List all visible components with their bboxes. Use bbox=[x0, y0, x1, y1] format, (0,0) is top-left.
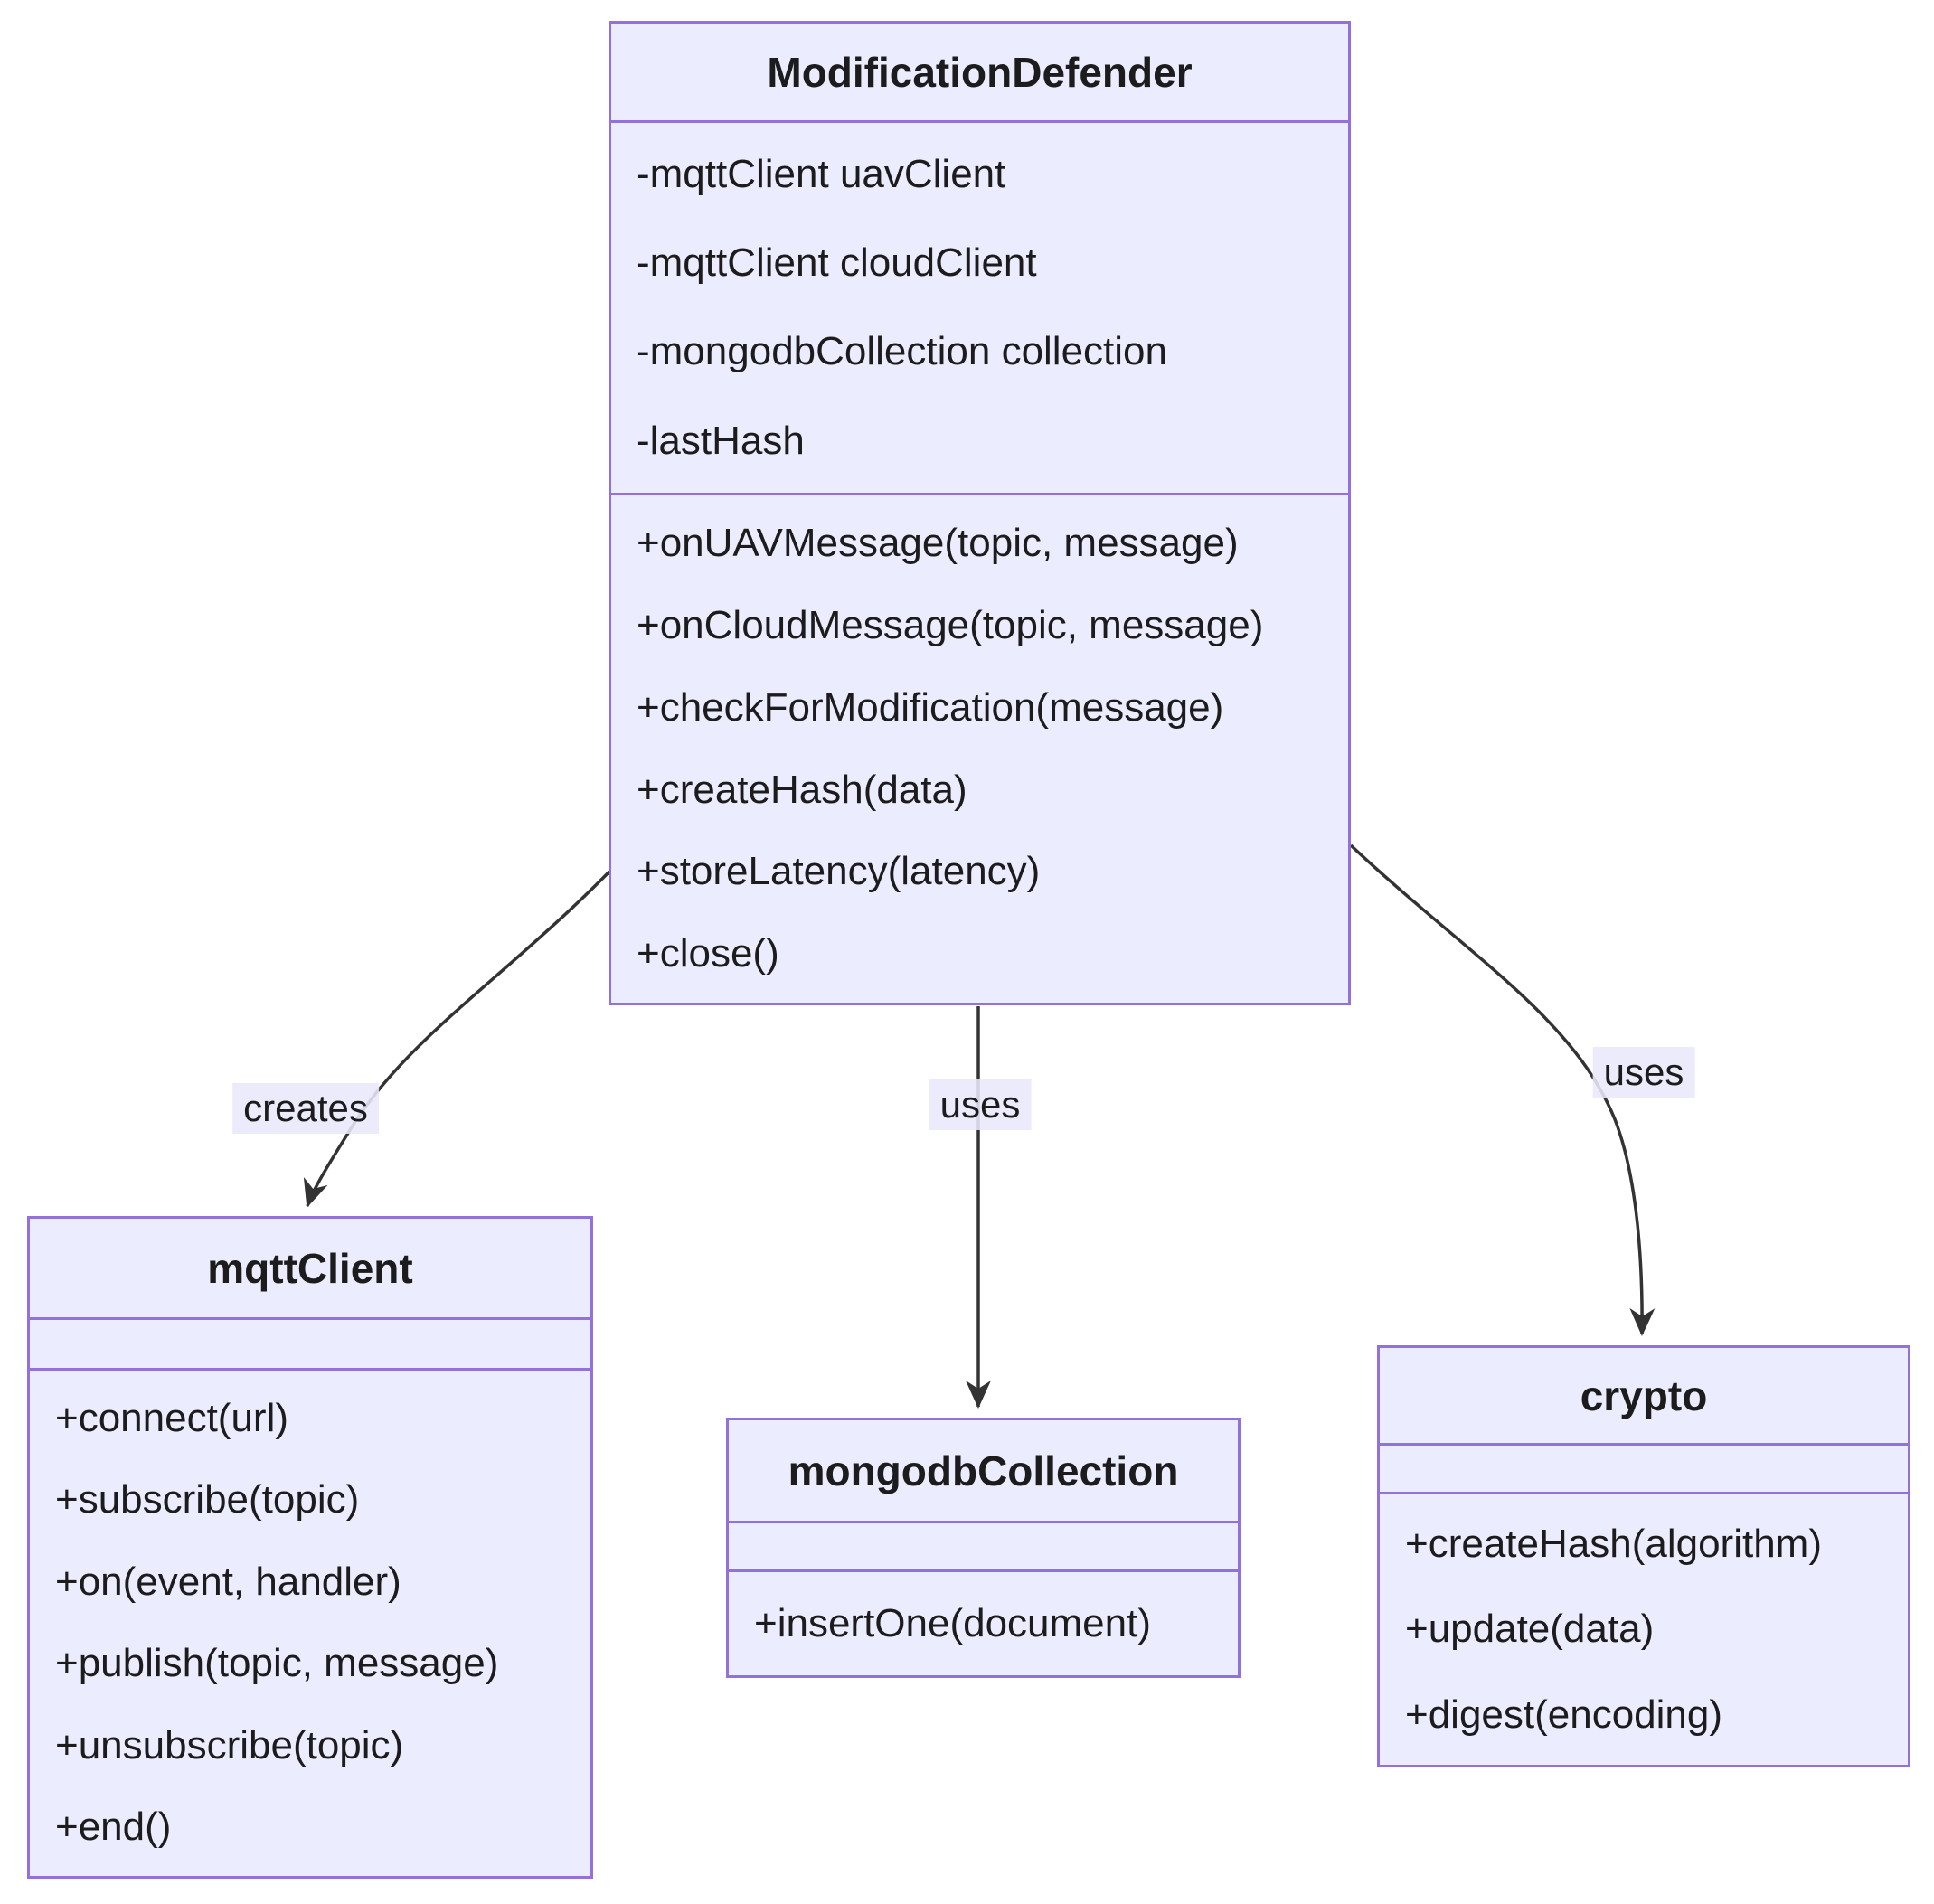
class-attributes bbox=[729, 1523, 1238, 1572]
class-methods: +connect(url) +subscribe(topic) +on(event,… bbox=[30, 1371, 590, 1876]
class-box-mongodbcollection: mongodbCollection +insertOne(document) bbox=[726, 1418, 1241, 1678]
class-member: +onCloudMessage(topic, message) bbox=[637, 602, 1264, 647]
class-member: +checkForModification(message) bbox=[637, 684, 1224, 730]
class-member: +insertOne(document) bbox=[754, 1600, 1151, 1645]
class-box-modificationdefender: ModificationDefender -mqttClient uavClie… bbox=[609, 21, 1351, 1005]
class-title: mqttClient bbox=[30, 1219, 590, 1320]
class-box-crypto: crypto +createHash(algorithm) +update(dat… bbox=[1377, 1345, 1910, 1767]
edge-label-uses-crypto: uses bbox=[1592, 1047, 1695, 1098]
class-member: +unsubscribe(topic) bbox=[55, 1722, 404, 1767]
edge-creates-mqttclient bbox=[303, 868, 613, 1208]
class-member: +subscribe(topic) bbox=[55, 1477, 360, 1522]
class-member: +close() bbox=[637, 931, 779, 976]
edge-label-uses-mongodb: uses bbox=[929, 1079, 1032, 1130]
class-member: -mqttClient uavClient bbox=[637, 151, 1006, 196]
class-member: +createHash(algorithm) bbox=[1405, 1521, 1822, 1566]
class-box-mqttclient: mqttClient +connect(url) +subscribe(topic… bbox=[27, 1216, 593, 1879]
class-methods: +createHash(algorithm) +update(data) +dige… bbox=[1380, 1494, 1908, 1765]
class-title: crypto bbox=[1380, 1348, 1908, 1446]
class-member: -lastHash bbox=[637, 418, 805, 463]
edge-label-creates: creates bbox=[232, 1083, 379, 1134]
class-title: ModificationDefender bbox=[611, 24, 1348, 123]
class-member: +connect(url) bbox=[55, 1395, 289, 1440]
class-attributes bbox=[1380, 1446, 1908, 1494]
class-methods: +insertOne(document) bbox=[729, 1572, 1238, 1675]
class-member: +publish(topic, message) bbox=[55, 1641, 499, 1686]
class-member: +update(data) bbox=[1405, 1607, 1655, 1652]
class-member: -mqttClient cloudClient bbox=[637, 240, 1037, 286]
class-member: +onUAVMessage(topic, message) bbox=[637, 521, 1239, 566]
class-title: mongodbCollection bbox=[729, 1420, 1238, 1523]
class-member: +end() bbox=[55, 1805, 172, 1850]
class-methods: +onUAVMessage(topic, message) +onCloudMes… bbox=[611, 495, 1348, 1003]
class-attributes bbox=[30, 1320, 590, 1371]
class-member: +on(event, handler) bbox=[55, 1559, 401, 1604]
class-member: +digest(encoding) bbox=[1405, 1692, 1723, 1737]
class-attributes: -mqttClient uavClient -mqttClient cloudCl… bbox=[611, 123, 1348, 495]
class-member: +createHash(data) bbox=[637, 767, 967, 812]
class-member: -mongodbCollection collection bbox=[637, 329, 1167, 374]
class-member: +storeLatency(latency) bbox=[637, 849, 1041, 894]
